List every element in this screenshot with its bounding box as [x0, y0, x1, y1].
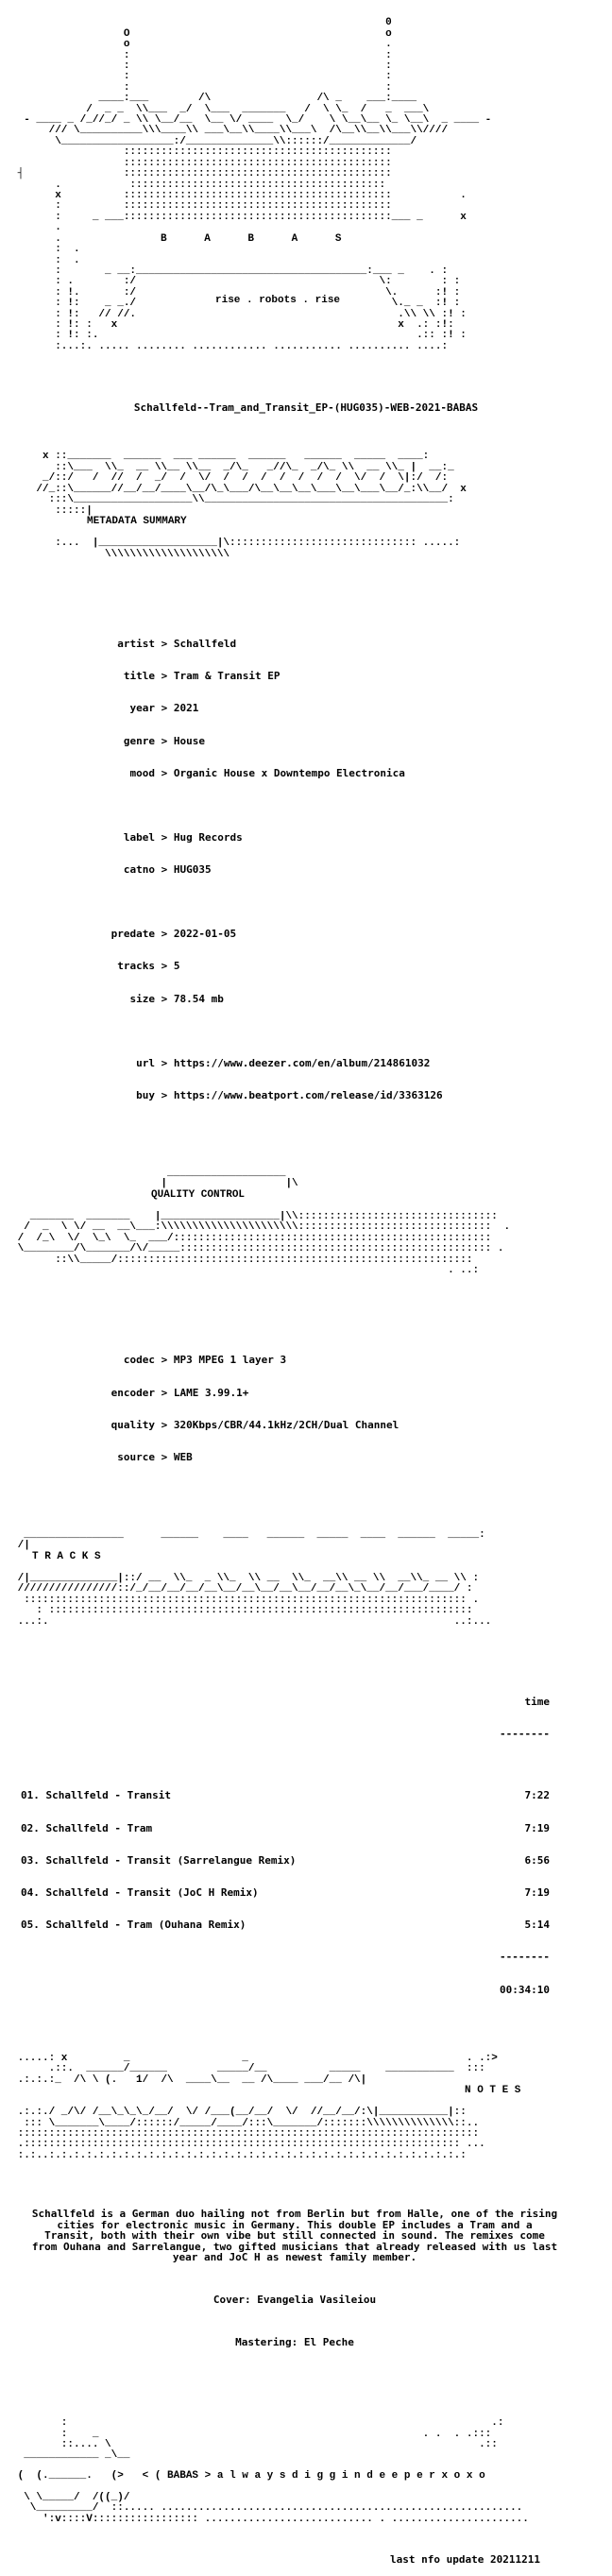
babas-tagline: rise . robots . rise: [215, 294, 341, 306]
last-update: last nfo update 20211211: [390, 2552, 540, 2566]
meta-row-year: year > 2021: [129, 702, 199, 715]
babas-logo-art: 0 O o o . : :: [17, 17, 492, 255]
total-divider: --------: [500, 1951, 550, 1964]
meta-row-label: label > Hug Records: [123, 830, 243, 844]
total-time: 00:34:10: [500, 1983, 550, 1996]
babas-logo-art-lower: : . : _ __:_____________________________…: [55, 254, 467, 352]
mastering-credit: Mastering: El Peche: [235, 2336, 354, 2349]
quality-list: codec > MP3 MPEG 1 layer 3 encoder > LAM…: [49, 1334, 601, 1474]
quality-row-codec: codec > MP3 MPEG 1 layer 3: [123, 1354, 287, 1367]
meta-row-mood: mood > Organic House x Downtempo Electro…: [129, 766, 405, 779]
footer-motto: < ( BABAS > a l w a y s d i g g i n d e …: [142, 2470, 485, 2482]
meta-row-artist: artist > Schallfeld: [117, 637, 237, 650]
time-divider: --------: [500, 1728, 550, 1741]
release-name: Schallfeld--Tram_and_Transit_EP-(HUG035)…: [133, 401, 479, 415]
meta-row-predate: predate > 2022-01-05: [110, 928, 237, 941]
notes-header-art: .....: x _ _ . .:> .::. ______/______ __…: [17, 2052, 498, 2086]
track-row: 03. Schallfeld - Transit (Sarrelangue Re…: [21, 1853, 550, 1867]
cover-credit: Cover: Evangelia Vasileiou: [212, 2294, 377, 2307]
tracks-heading: T R A C K S: [32, 1551, 101, 1563]
quality-row-encoder: encoder > LAME 3.99.1+: [110, 1386, 249, 1399]
meta-row-url[interactable]: url > https://www.deezer.com/en/album/21…: [136, 1056, 431, 1069]
footer-motto-line: ( (.______. (> < ( BABAS > a l w a y s d…: [11, 2470, 485, 2482]
quality-header-art: ___________________ | |\: [161, 1167, 298, 1190]
tracks-header-art-2: /|______________|::/ __ \\_ _ \\_ \\ __ …: [17, 1573, 492, 1628]
metadata-header-art-2: :... |___________________|\:::::::::::::…: [55, 537, 461, 560]
meta-row-size: size > 78.54 mb: [129, 992, 224, 1005]
meta-row-buy[interactable]: buy > https://www.beatport.com/release/i…: [136, 1088, 443, 1101]
notes-body: Schallfeld is a German duo hailing not f…: [31, 2208, 558, 2264]
quality-row-quality: quality > 320Kbps/CBR/44.1kHz/2CH/Dual C…: [110, 1418, 400, 1431]
metadata-list: artist > Schallfeld title > Tram & Trans…: [49, 617, 601, 1111]
quality-row-source: source > WEB: [117, 1451, 193, 1463]
metadata-heading: METADATA SUMMARY: [87, 516, 187, 528]
meta-row-tracks: tracks > 5: [117, 960, 180, 973]
meta-row-genre: genre > House: [123, 734, 205, 747]
notes-header-art-2: .:.:./ _/\/ /__\_\_\_/__/ \/ /___(__/__/…: [17, 2107, 485, 2161]
meta-row-catno: catno > HUG035: [123, 863, 212, 877]
quality-heading: QUALITY CONTROL: [151, 1189, 246, 1202]
track-row: 05. Schallfeld - Tram (Ouhana Remix)5:14: [21, 1919, 550, 1932]
footer-art: : .: : _ . . . .::: ::.... \: [24, 2417, 504, 2462]
notes-heading: N O T E S: [465, 2085, 521, 2097]
meta-row-title: title > Tram & Transit EP: [123, 670, 280, 683]
quality-header-art-2: _______ _______ |___________________|\\:…: [17, 1210, 511, 1276]
time-column-header: time: [524, 1696, 551, 1709]
nfo-document: 0 O o o . : :: [11, 8, 601, 2576]
deezer-link[interactable]: https://www.deezer.com/en/album/21486103…: [173, 1056, 431, 1069]
beatport-link[interactable]: https://www.beatport.com/release/id/3363…: [173, 1088, 443, 1101]
track-row: 04. Schallfeld - Transit (JoC H Remix)7:…: [21, 1886, 550, 1900]
tracks-header-art: ________________ ______ ____ ______ ____…: [17, 1529, 485, 1552]
babas-logo-letters: B A B A S: [161, 232, 342, 245]
metadata-header-art: x ::_______ ______ ___ ______ ______ ___…: [36, 451, 467, 517]
footer-art-2: \ \_____/ /((_)/ \_________/ ::..... ...…: [24, 2491, 529, 2525]
